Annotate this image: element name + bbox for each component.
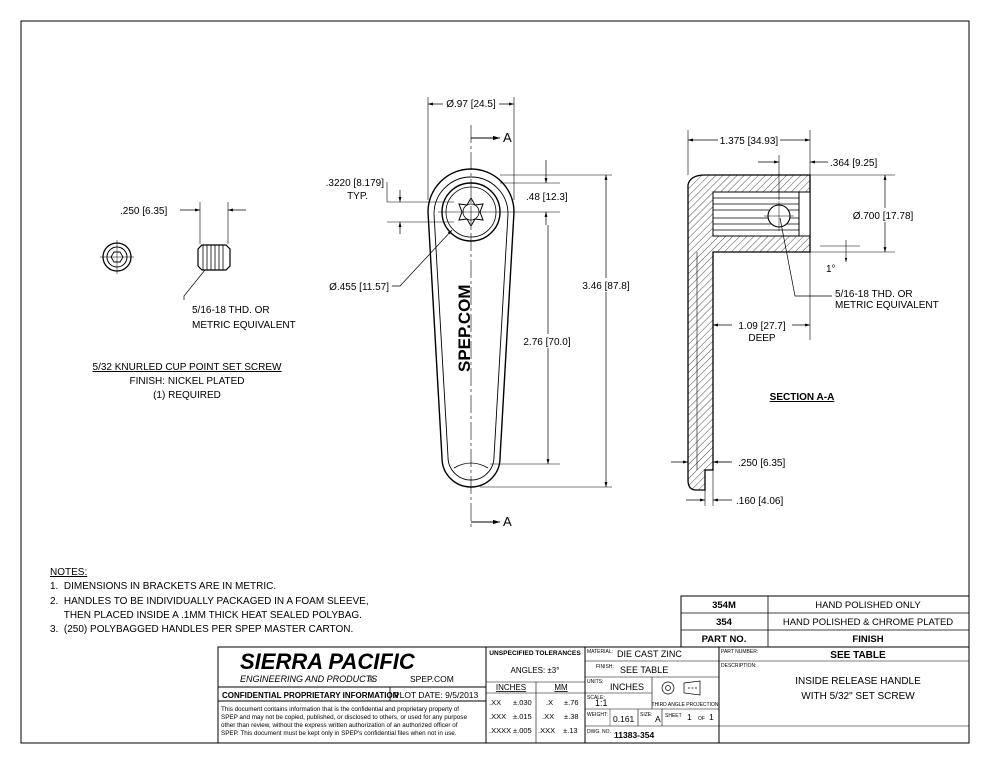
confidential-label: CONFIDENTIAL PROPRIETARY INFORMATION	[222, 691, 399, 700]
front-hole-dim: Ø.455 [11.57]	[329, 282, 389, 293]
projection-label: THIRD ANGLE PROJECTION	[652, 702, 719, 708]
title-block-frame	[217, 646, 970, 744]
tolerance-cell: .XX	[489, 698, 501, 707]
company-name: SIERRA PACIFIC	[240, 649, 416, 674]
third-angle-projection-icon	[661, 680, 701, 696]
section-title: SECTION A-A	[770, 392, 835, 403]
tolerances-heading: UNSPECIFIED TOLERANCES	[489, 650, 581, 657]
company-subtitle: ENGINEERING AND PRODUCTS	[240, 674, 377, 684]
set-screw-view: .250 [6.35] 5/16-18 THD. OR METRIC EQUIV…	[93, 202, 296, 401]
partnumber-value: SEE TABLE	[830, 650, 886, 661]
weight-label: WEIGHT:	[587, 712, 608, 718]
front-offset-dim: .48 [12.3]	[526, 192, 568, 203]
weight-value: 0.161	[613, 714, 635, 724]
finish-value: SEE TABLE	[620, 665, 668, 675]
company-registered-icon: ®	[368, 675, 374, 684]
note-item: THEN PLACED INSIDE A .1MM THICK HEAT SEA…	[50, 610, 362, 621]
section-label-bottom: A	[503, 514, 512, 529]
tolerances-angles: ANGLES: ±3°	[511, 666, 560, 675]
note-item: 2. HANDLES TO BE INDIVIDUALLY PACKAGED I…	[50, 596, 369, 607]
section-hole-offset-dim: .364 [9.25]	[830, 158, 877, 169]
set-screw-title: 5/32 KNURLED CUP POINT SET SCREW	[93, 362, 283, 373]
units-value: INCHES	[610, 682, 644, 692]
section-thread-note-1: 5/16-18 THD. OR	[835, 289, 913, 300]
tolerance-cell: ±.38	[564, 712, 579, 721]
sheet-label: SHEET	[665, 713, 682, 719]
tolerance-cell: ±.030	[513, 698, 532, 707]
section-depth-dim: 1.09 [27.7]	[738, 321, 785, 332]
tolerance-cell: .XXX	[538, 726, 555, 735]
handle-front-view: A A SPEP.COM Ø.97 [24.5] .3220 [8.179] T…	[326, 96, 634, 529]
set-screw-width-dim: .250 [6.35]	[120, 206, 167, 217]
dwg-number: 11383-354	[614, 730, 654, 740]
section-thread-note-2: METRIC EQUIVALENT	[835, 300, 939, 311]
tolerances-mm-head: MM	[554, 683, 568, 692]
front-hex-dim: .3220 [8.179]	[326, 178, 385, 189]
disclaimer-line: SPEP. This document must be kept only in…	[221, 730, 457, 737]
plot-date: PLOT DATE: 9/5/2013	[394, 690, 479, 700]
front-overall-dim: 3.46 [87.8]	[582, 281, 629, 292]
size-label: SIZE:	[640, 712, 653, 718]
section-width-dim: 1.375 [34.93]	[720, 136, 779, 147]
section-label-top: A	[503, 130, 512, 145]
tolerance-cell: .XXXX	[489, 726, 511, 735]
material-value: DIE CAST ZINC	[617, 649, 682, 659]
set-screw-qty: (1) REQUIRED	[153, 390, 221, 401]
disclaimer-line: This document contains information that …	[221, 706, 459, 713]
of-label: OF	[698, 716, 705, 722]
partnumber-label: PART NUMBER:	[721, 649, 758, 655]
front-dia-top-dim: Ø.97 [24.5]	[446, 99, 496, 110]
tolerance-cell: ±.76	[564, 698, 579, 707]
note-item: 1. DIMENSIONS IN BRACKETS ARE IN METRIC.	[50, 581, 276, 592]
set-screw-finish: FINISH: NICKEL PLATED	[129, 376, 244, 387]
hex-socket-icon	[458, 196, 484, 228]
sheet-value: 1	[687, 712, 692, 722]
notes: NOTES: 1. DIMENSIONS IN BRACKETS ARE IN …	[50, 567, 369, 635]
set-screw-thread-note-2: METRIC EQUIVALENT	[192, 320, 296, 331]
scale-value: 1:1	[595, 698, 608, 708]
tolerance-cell: .XXX	[489, 712, 506, 721]
tolerance-cell: ±.005	[513, 726, 532, 735]
notes-heading: NOTES:	[50, 567, 87, 578]
note-item: 3. (250) POLYBAGGED HANDLES PER SPEP MAS…	[50, 624, 353, 635]
finish-label: FINISH:	[596, 664, 614, 670]
description-line: INSIDE RELEASE HANDLE	[795, 676, 921, 687]
units-label: UNITS:	[587, 679, 603, 685]
section-bottom-dim: .250 [6.35]	[738, 458, 785, 469]
disclaimer-line: other than review, without the express w…	[221, 722, 458, 729]
part-table-row-part: 354M	[712, 600, 736, 611]
dwg-label: DWG. NO.	[587, 729, 611, 735]
tolerances-inches-head: INCHES	[496, 683, 526, 692]
part-table-row-finish: HAND POLISHED ONLY	[815, 600, 921, 611]
company-website: SPEP.COM	[410, 674, 454, 684]
tolerance-cell: ±.13	[563, 726, 578, 735]
scale-label: SCALE:	[587, 695, 605, 701]
front-mid-dim: 2.76 [70.0]	[523, 337, 570, 348]
tolerance-cell: .XX	[542, 712, 554, 721]
tolerance-cell: .X	[546, 698, 553, 707]
set-screw-thread-note-1: 5/16-18 THD. OR	[192, 305, 270, 316]
disclaimer-line: SPEP and may not be copied, published, o…	[221, 714, 467, 721]
set-screw-side-view	[180, 202, 246, 300]
handle-engraving: SPEP.COM	[455, 284, 474, 372]
material-label: MATERIAL:	[587, 649, 613, 655]
section-bore-dia-dim: Ø.700 [17.78]	[853, 211, 914, 222]
front-hex-typ: TYP.	[347, 191, 368, 202]
part-table-row-part: 354	[716, 617, 733, 628]
part-table-header-finish: FINISH	[852, 634, 883, 645]
tolerance-cell: ±.015	[513, 712, 532, 721]
section-view: 1.375 [34.93] .364 [9.25] Ø.700 [17.78] …	[671, 130, 939, 507]
section-angle-dim: 1°	[826, 264, 836, 275]
sheet-total: 1	[709, 712, 714, 722]
section-depth-label: DEEP	[748, 333, 776, 344]
size-value: A	[655, 714, 661, 724]
section-wall-dim: .160 [4.06]	[736, 496, 783, 507]
description-line: WITH 5/32" SET SCREW	[801, 691, 915, 702]
part-table-header-part: PART NO.	[702, 634, 747, 645]
description-label: DESCRIPTION:	[721, 663, 757, 669]
part-table-row-finish: HAND POLISHED & CHROME PLATED	[783, 617, 953, 628]
